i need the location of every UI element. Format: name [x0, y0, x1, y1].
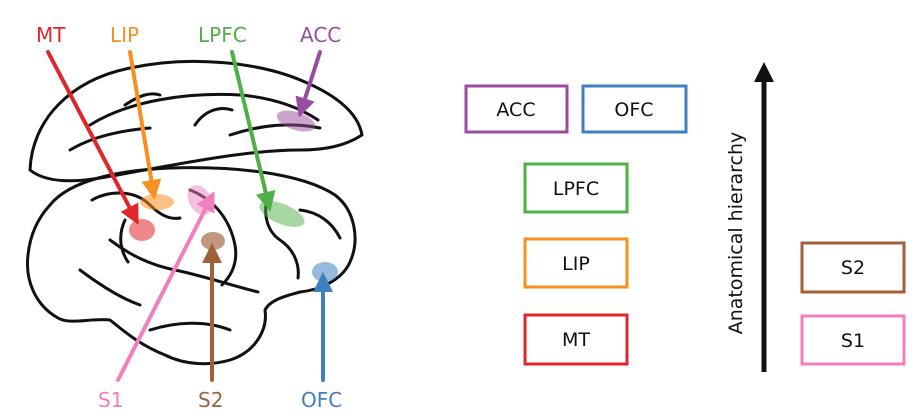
hierarchy-box-labels: ACC OFC LPFC LIP MT S2 S1: [496, 99, 865, 352]
box-label-ofc: OFC: [614, 99, 653, 121]
arrow-s1: [116, 191, 215, 382]
arrow-lip: [128, 50, 162, 200]
lateral-sulcus-7: [119, 218, 130, 264]
medial-sulcus-4: [123, 92, 162, 107]
box-s2: [800, 241, 906, 294]
lateral-sulcus-8: [298, 208, 342, 240]
box-label-mt: MT: [562, 329, 590, 351]
box-ofc: [581, 84, 688, 134]
region-lpfc: [259, 201, 305, 227]
lateral-hemisphere-outline: [25, 166, 357, 366]
label-ofc: OFC: [301, 388, 342, 412]
label-s1: S1: [98, 388, 123, 412]
box-mt: [523, 313, 629, 366]
label-lip: LIP: [110, 23, 139, 47]
arrow-mt: [46, 50, 139, 225]
label-lpfc: LPFC: [198, 23, 247, 47]
arrow-lpfc: [230, 50, 276, 212]
region-s1: [187, 185, 213, 215]
box-label-acc: ACC: [496, 99, 535, 121]
region-ofc: [312, 262, 338, 282]
brain-label-group: MT LIP LPFC ACC S1 S2 OFC: [36, 23, 342, 412]
box-s1: [800, 314, 906, 366]
box-label-lpfc: LPFC: [553, 178, 599, 200]
box-label-s1: S1: [841, 330, 865, 352]
region-s2: [201, 232, 225, 250]
region-arrows: [46, 50, 333, 382]
box-acc: [464, 84, 569, 134]
lateral-sulcus-6: [148, 321, 232, 332]
box-label-s2: S2: [841, 257, 865, 279]
hierarchy-axis-label: Anatomical hierarchy: [725, 132, 747, 335]
box-lpfc: [523, 162, 629, 214]
region-mt: [129, 219, 155, 241]
hierarchy-boxes: [464, 84, 906, 366]
arrow-acc: [295, 50, 322, 118]
medial-sulcus-2: [68, 126, 152, 152]
brain-drawing: [25, 59, 364, 366]
lateral-sulcus-5: [78, 268, 142, 307]
region-acc: [276, 110, 316, 132]
box-label-lip: LIP: [562, 253, 590, 275]
label-acc: ACC: [300, 23, 341, 47]
region-lip: [140, 194, 174, 210]
medial-sulcus-5: [193, 107, 234, 127]
label-s2: S2: [198, 388, 223, 412]
label-mt: MT: [36, 23, 66, 47]
box-lip: [523, 237, 629, 289]
